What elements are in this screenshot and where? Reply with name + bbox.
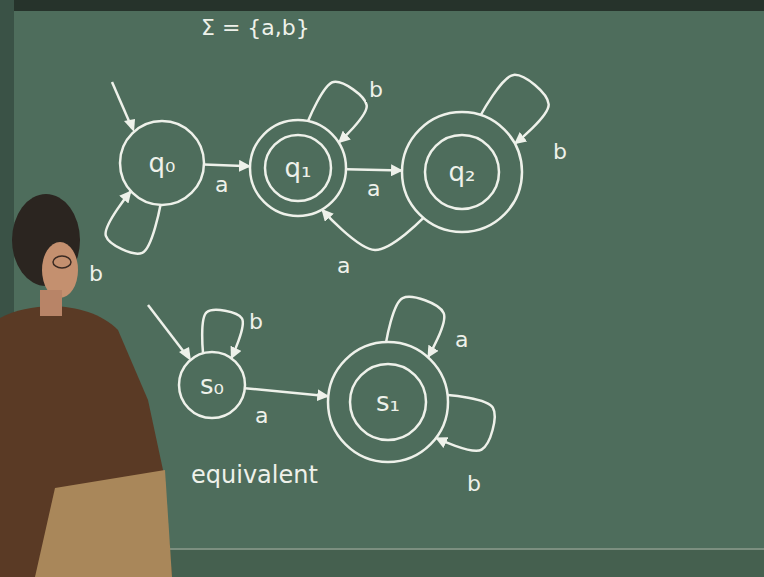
transition-symbol: b <box>366 78 386 102</box>
lecturer-shirt <box>0 306 172 577</box>
state-text-holder: q₂ <box>400 110 524 234</box>
transition-symbol: a <box>252 404 271 428</box>
transition-symbol: a <box>364 177 383 201</box>
alphabet-label: Σ = {a,b} <box>198 16 313 40</box>
start-arrow <box>148 305 187 356</box>
transition-symbol: a <box>334 254 353 278</box>
accepting-ring <box>350 364 426 440</box>
state-name: s₀ <box>200 371 224 400</box>
start-arrowhead <box>124 119 135 132</box>
state-text-holder: s₀ <box>177 350 247 420</box>
accepting-state: q₁ <box>248 118 348 218</box>
state-name: q₀ <box>149 149 176 178</box>
transition-symbol: b <box>86 262 106 286</box>
state-text-holder: s₁ <box>326 340 450 464</box>
state-ring <box>120 121 204 205</box>
self-loop <box>106 191 161 253</box>
transition-arrow <box>322 210 423 250</box>
transition-symbol: a <box>452 328 471 352</box>
accepting-ring <box>425 135 499 209</box>
state-ring <box>250 120 346 216</box>
state-name: q₂ <box>449 158 476 187</box>
state-text-holder: q₀ <box>118 119 206 207</box>
transition-symbol: b <box>550 140 570 164</box>
transition-symbol: b <box>246 310 266 334</box>
accepting-state: q₂ <box>400 110 524 234</box>
state-text-holder: q₁ <box>248 118 348 218</box>
state-name: q₁ <box>285 154 312 183</box>
state-ring <box>402 112 522 232</box>
transition-arrow <box>346 169 402 170</box>
accepting-state: s₁ <box>326 340 450 464</box>
lecturer-glasses <box>53 256 71 268</box>
state-ring <box>179 352 245 418</box>
state-circle: s₀ <box>177 350 247 420</box>
note-text: equivalent <box>188 462 321 488</box>
board-frame-top <box>0 0 764 11</box>
transition-symbol: a <box>212 173 231 197</box>
transition-arrow <box>245 388 328 396</box>
accepting-ring <box>265 135 331 201</box>
lecturer-neck <box>40 290 62 316</box>
state-circle: q₀ <box>118 119 206 207</box>
start-arrowhead <box>179 347 191 361</box>
transition-symbol: b <box>464 472 484 496</box>
self-loop <box>308 82 367 143</box>
self-loop <box>481 75 549 144</box>
lecturer-figure <box>0 194 172 577</box>
lecturer-face <box>42 242 78 298</box>
state-name: s₁ <box>376 388 400 417</box>
state-ring <box>328 342 448 462</box>
lecturer-sari <box>35 470 172 577</box>
transition-arrow <box>204 165 250 167</box>
